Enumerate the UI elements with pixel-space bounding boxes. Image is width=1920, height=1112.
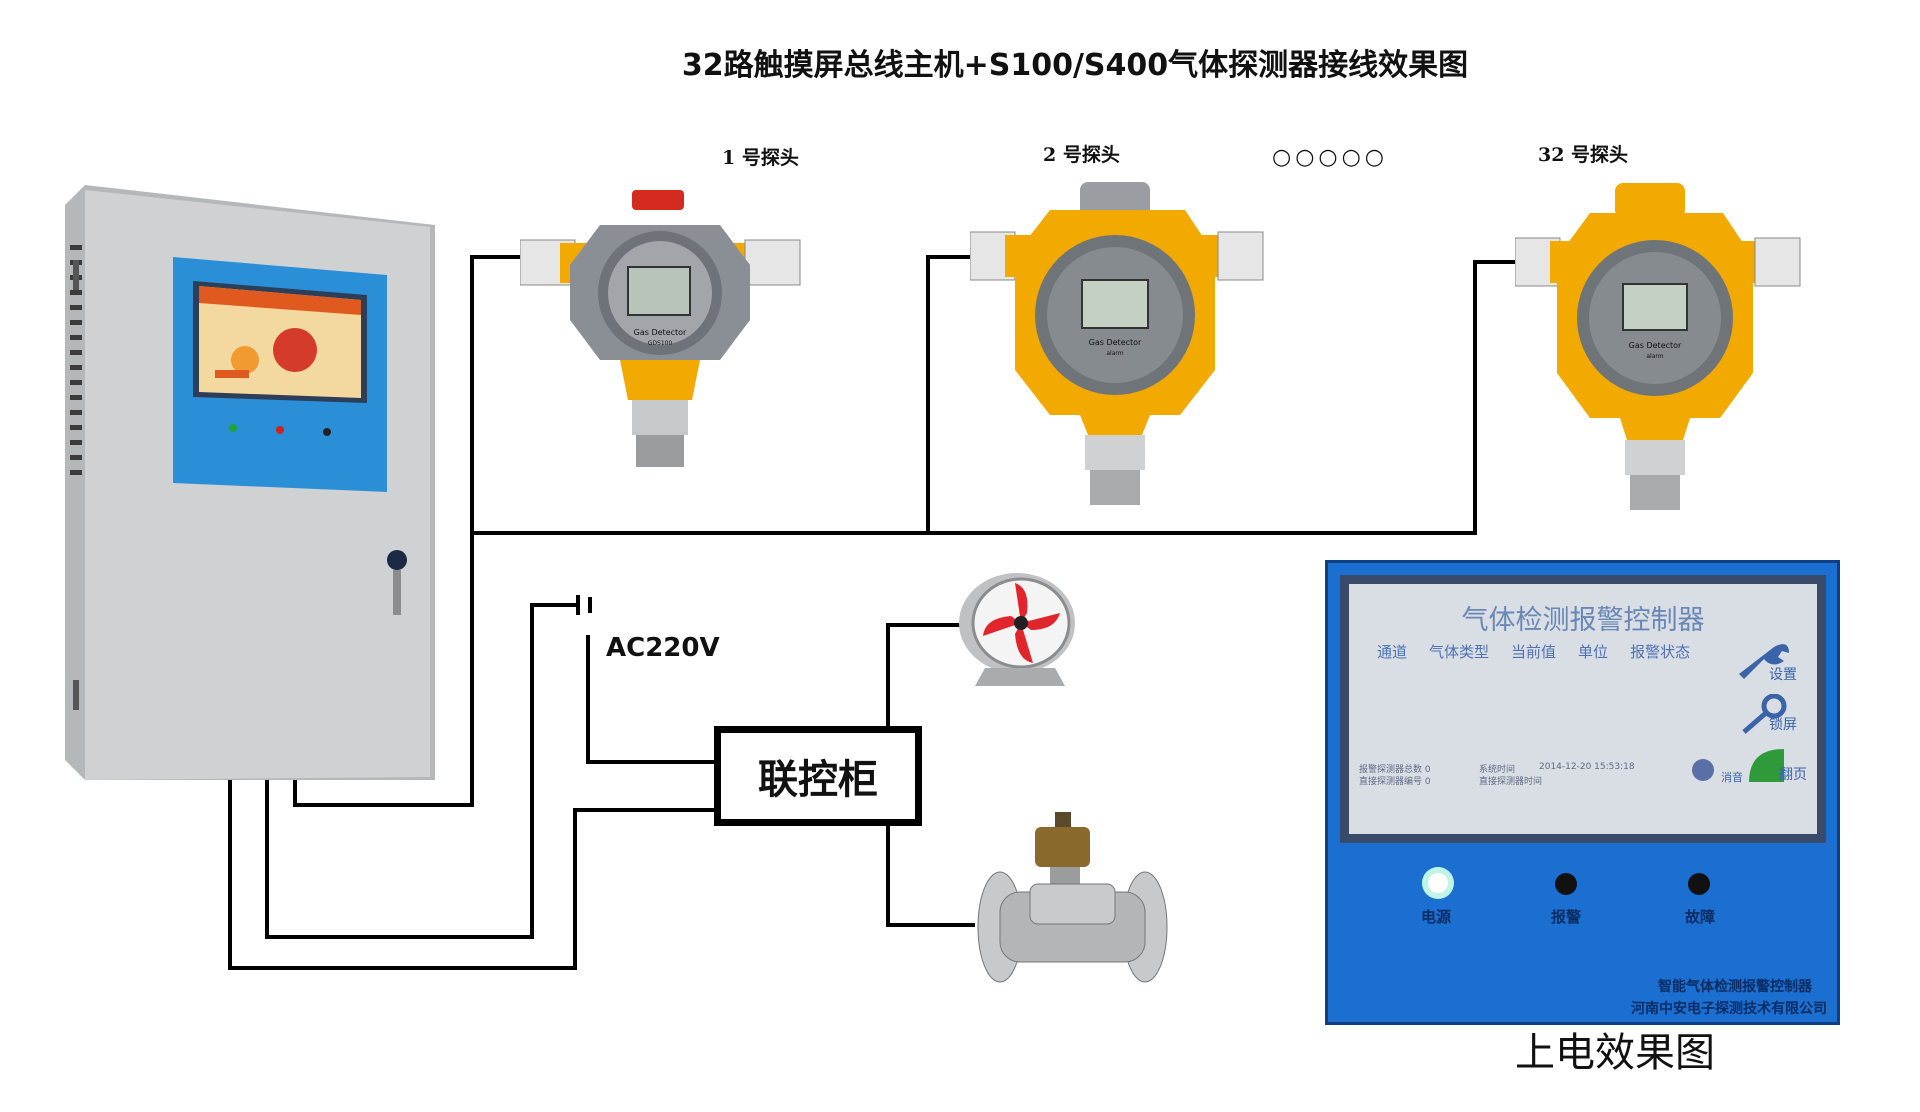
- power-on-screen: 气体检测报警控制器 通道 气体类型 当前值 单位 报警状态 设置 锁屏 翻页: [1340, 575, 1826, 843]
- power-on-panel: 气体检测报警控制器 通道 气体类型 当前值 单位 报警状态 设置 锁屏 翻页: [1325, 560, 1840, 1025]
- alarm-led-label: 报警: [1551, 908, 1582, 926]
- controller-cabinet: [65, 185, 435, 780]
- column-header: 当前值: [1511, 643, 1557, 661]
- probe-1-label: 1 号探头: [722, 147, 799, 169]
- screen-title: 气体检测报警控制器: [1461, 605, 1705, 636]
- mute-icon: [1692, 759, 1714, 781]
- probe-ellipsis: ○○○○○: [1272, 145, 1388, 170]
- alarm-led-icon: [1555, 873, 1577, 895]
- lock-screen-icon-label[interactable]: 锁屏: [1769, 717, 1797, 733]
- column-header: 通道: [1377, 643, 1408, 661]
- page-turn-icon-label[interactable]: 翻页: [1779, 767, 1807, 783]
- power-led-icon: [1422, 867, 1454, 899]
- probe-1-device-text: Gas Detector: [634, 328, 687, 337]
- ac-terminal-symbol: [576, 595, 592, 615]
- probe-2-device-text: Gas Detector: [1089, 338, 1142, 347]
- detector-number-text: 直接探测器编号 0: [1359, 777, 1431, 787]
- fault-led-icon: [1688, 873, 1710, 895]
- detector-time-label: 直接探测器时间: [1479, 777, 1543, 787]
- panel-company-name: 河南中安电子探测技术有限公司: [1631, 1001, 1827, 1017]
- probe-2-label: 2 号探头: [1043, 144, 1120, 166]
- power-wire-top: [265, 603, 578, 939]
- bus-wire-probe2: [926, 255, 975, 533]
- bus-wire: [293, 255, 525, 807]
- key-icon: [1742, 694, 1787, 734]
- power-led-label: 电源: [1421, 908, 1452, 926]
- axial-fan-icon: [959, 573, 1075, 686]
- probe-2-alarm-text: alarm: [1106, 350, 1123, 357]
- mute-icon-label[interactable]: 消音: [1721, 771, 1743, 784]
- fault-led-label: 故障: [1685, 908, 1716, 926]
- screen-column-headers: 通道 气体类型 当前值 单位 报警状态: [1377, 641, 1690, 662]
- settings-icon-label[interactable]: 设置: [1769, 667, 1797, 683]
- diagram-title: 32路触摸屏总线主机+S100/S400气体探测器接线效果图: [681, 48, 1469, 83]
- wrench-icon: [1739, 644, 1789, 679]
- probe-32-device-text: Gas Detector: [1629, 341, 1682, 350]
- column-header: 报警状态: [1630, 643, 1691, 661]
- fan-wire: [886, 623, 960, 726]
- probe-32-detector: Gas Detector alarm: [1515, 183, 1801, 510]
- power-wire-bottom: [228, 763, 714, 970]
- alarm-total-text: 报警探测器总数 0: [1359, 765, 1431, 775]
- ac-wire: [586, 635, 714, 764]
- probe-1-model-text: GDS100: [648, 340, 673, 347]
- probe-32-label: 32 号探头: [1538, 144, 1629, 166]
- system-time-value: 2014-12-20 15:53:18: [1539, 762, 1635, 772]
- ac220v-label: AC220V: [606, 633, 720, 663]
- probe-2-detector: Gas Detector alarm: [970, 182, 1264, 505]
- probe-1-detector: Gas Detector GDS100: [520, 190, 801, 467]
- column-header: 单位: [1578, 643, 1609, 661]
- system-time-label: 系统时间: [1479, 765, 1516, 775]
- power-on-caption: 上电效果图: [1515, 1030, 1715, 1076]
- panel-product-name: 智能气体检测报警控制器: [1658, 979, 1812, 995]
- solenoid-valve-icon: [977, 812, 1168, 983]
- page-turn-icon: [1749, 749, 1784, 782]
- bus-wire-main: [472, 260, 1520, 535]
- probe-32-alarm-text: alarm: [1646, 353, 1663, 360]
- linkage-cabinet: 联控柜: [714, 726, 922, 826]
- valve-wire: [886, 826, 975, 927]
- column-header: 气体类型: [1429, 643, 1490, 661]
